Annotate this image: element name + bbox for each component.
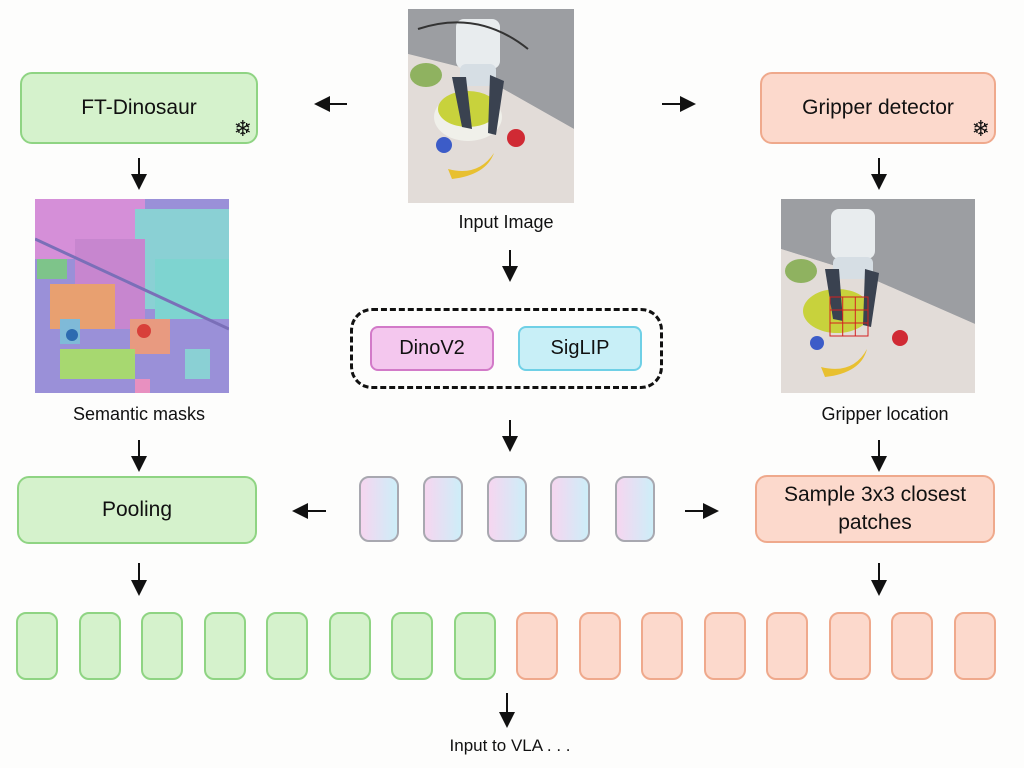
ft-dinosaur-box: FT-Dinosaur ❄ bbox=[20, 72, 258, 144]
gripper-detector-label: Gripper detector bbox=[802, 95, 954, 119]
gripper-location-caption: Gripper location bbox=[821, 404, 949, 424]
input-image bbox=[408, 9, 574, 203]
ft-dinosaur-label: FT-Dinosaur bbox=[81, 95, 197, 119]
object-token bbox=[329, 612, 371, 680]
gripper-token bbox=[579, 612, 621, 680]
gripper-location-photo bbox=[781, 199, 975, 393]
visual-token bbox=[359, 476, 399, 542]
semantic-masks-caption: Semantic masks bbox=[72, 404, 206, 424]
semantic-mask-grid bbox=[35, 199, 229, 393]
snowflake-icon: ❄ bbox=[233, 116, 252, 141]
vla-input-caption: Input to VLA . . . bbox=[449, 736, 571, 755]
dinov2-box: DinoV2 bbox=[370, 326, 494, 371]
snowflake-icon: ❄ bbox=[971, 116, 990, 141]
object-token bbox=[79, 612, 121, 680]
gripper-location-image bbox=[781, 199, 975, 393]
sample-patches-label: Sample 3x3 closest patches bbox=[783, 482, 967, 534]
visual-token bbox=[487, 476, 527, 542]
input-image-caption: Input Image bbox=[458, 212, 554, 232]
pooling-label: Pooling bbox=[101, 497, 173, 521]
object-token bbox=[266, 612, 308, 680]
gripper-token bbox=[641, 612, 683, 680]
siglip-label: SigLIP bbox=[550, 337, 610, 359]
visual-token bbox=[423, 476, 463, 542]
encoders-group bbox=[350, 308, 663, 389]
object-token bbox=[141, 612, 183, 680]
object-token bbox=[391, 612, 433, 680]
siglip-box: SigLIP bbox=[518, 326, 642, 371]
gripper-token bbox=[954, 612, 996, 680]
gripper-token bbox=[766, 612, 808, 680]
gripper-detector-box: Gripper detector ❄ bbox=[760, 72, 996, 144]
gripper-token bbox=[829, 612, 871, 680]
pooling-box: Pooling bbox=[17, 476, 257, 544]
gripper-token bbox=[704, 612, 746, 680]
robot-scene-photo bbox=[408, 9, 574, 203]
gripper-token bbox=[891, 612, 933, 680]
sample-patches-box: Sample 3x3 closest patches bbox=[755, 475, 995, 543]
visual-token bbox=[550, 476, 590, 542]
dinov2-label: DinoV2 bbox=[399, 337, 465, 359]
object-token bbox=[204, 612, 246, 680]
object-token bbox=[454, 612, 496, 680]
object-token bbox=[16, 612, 58, 680]
visual-token bbox=[615, 476, 655, 542]
gripper-token bbox=[516, 612, 558, 680]
semantic-masks-image bbox=[35, 199, 229, 393]
3x3-patch-grid bbox=[829, 296, 869, 337]
